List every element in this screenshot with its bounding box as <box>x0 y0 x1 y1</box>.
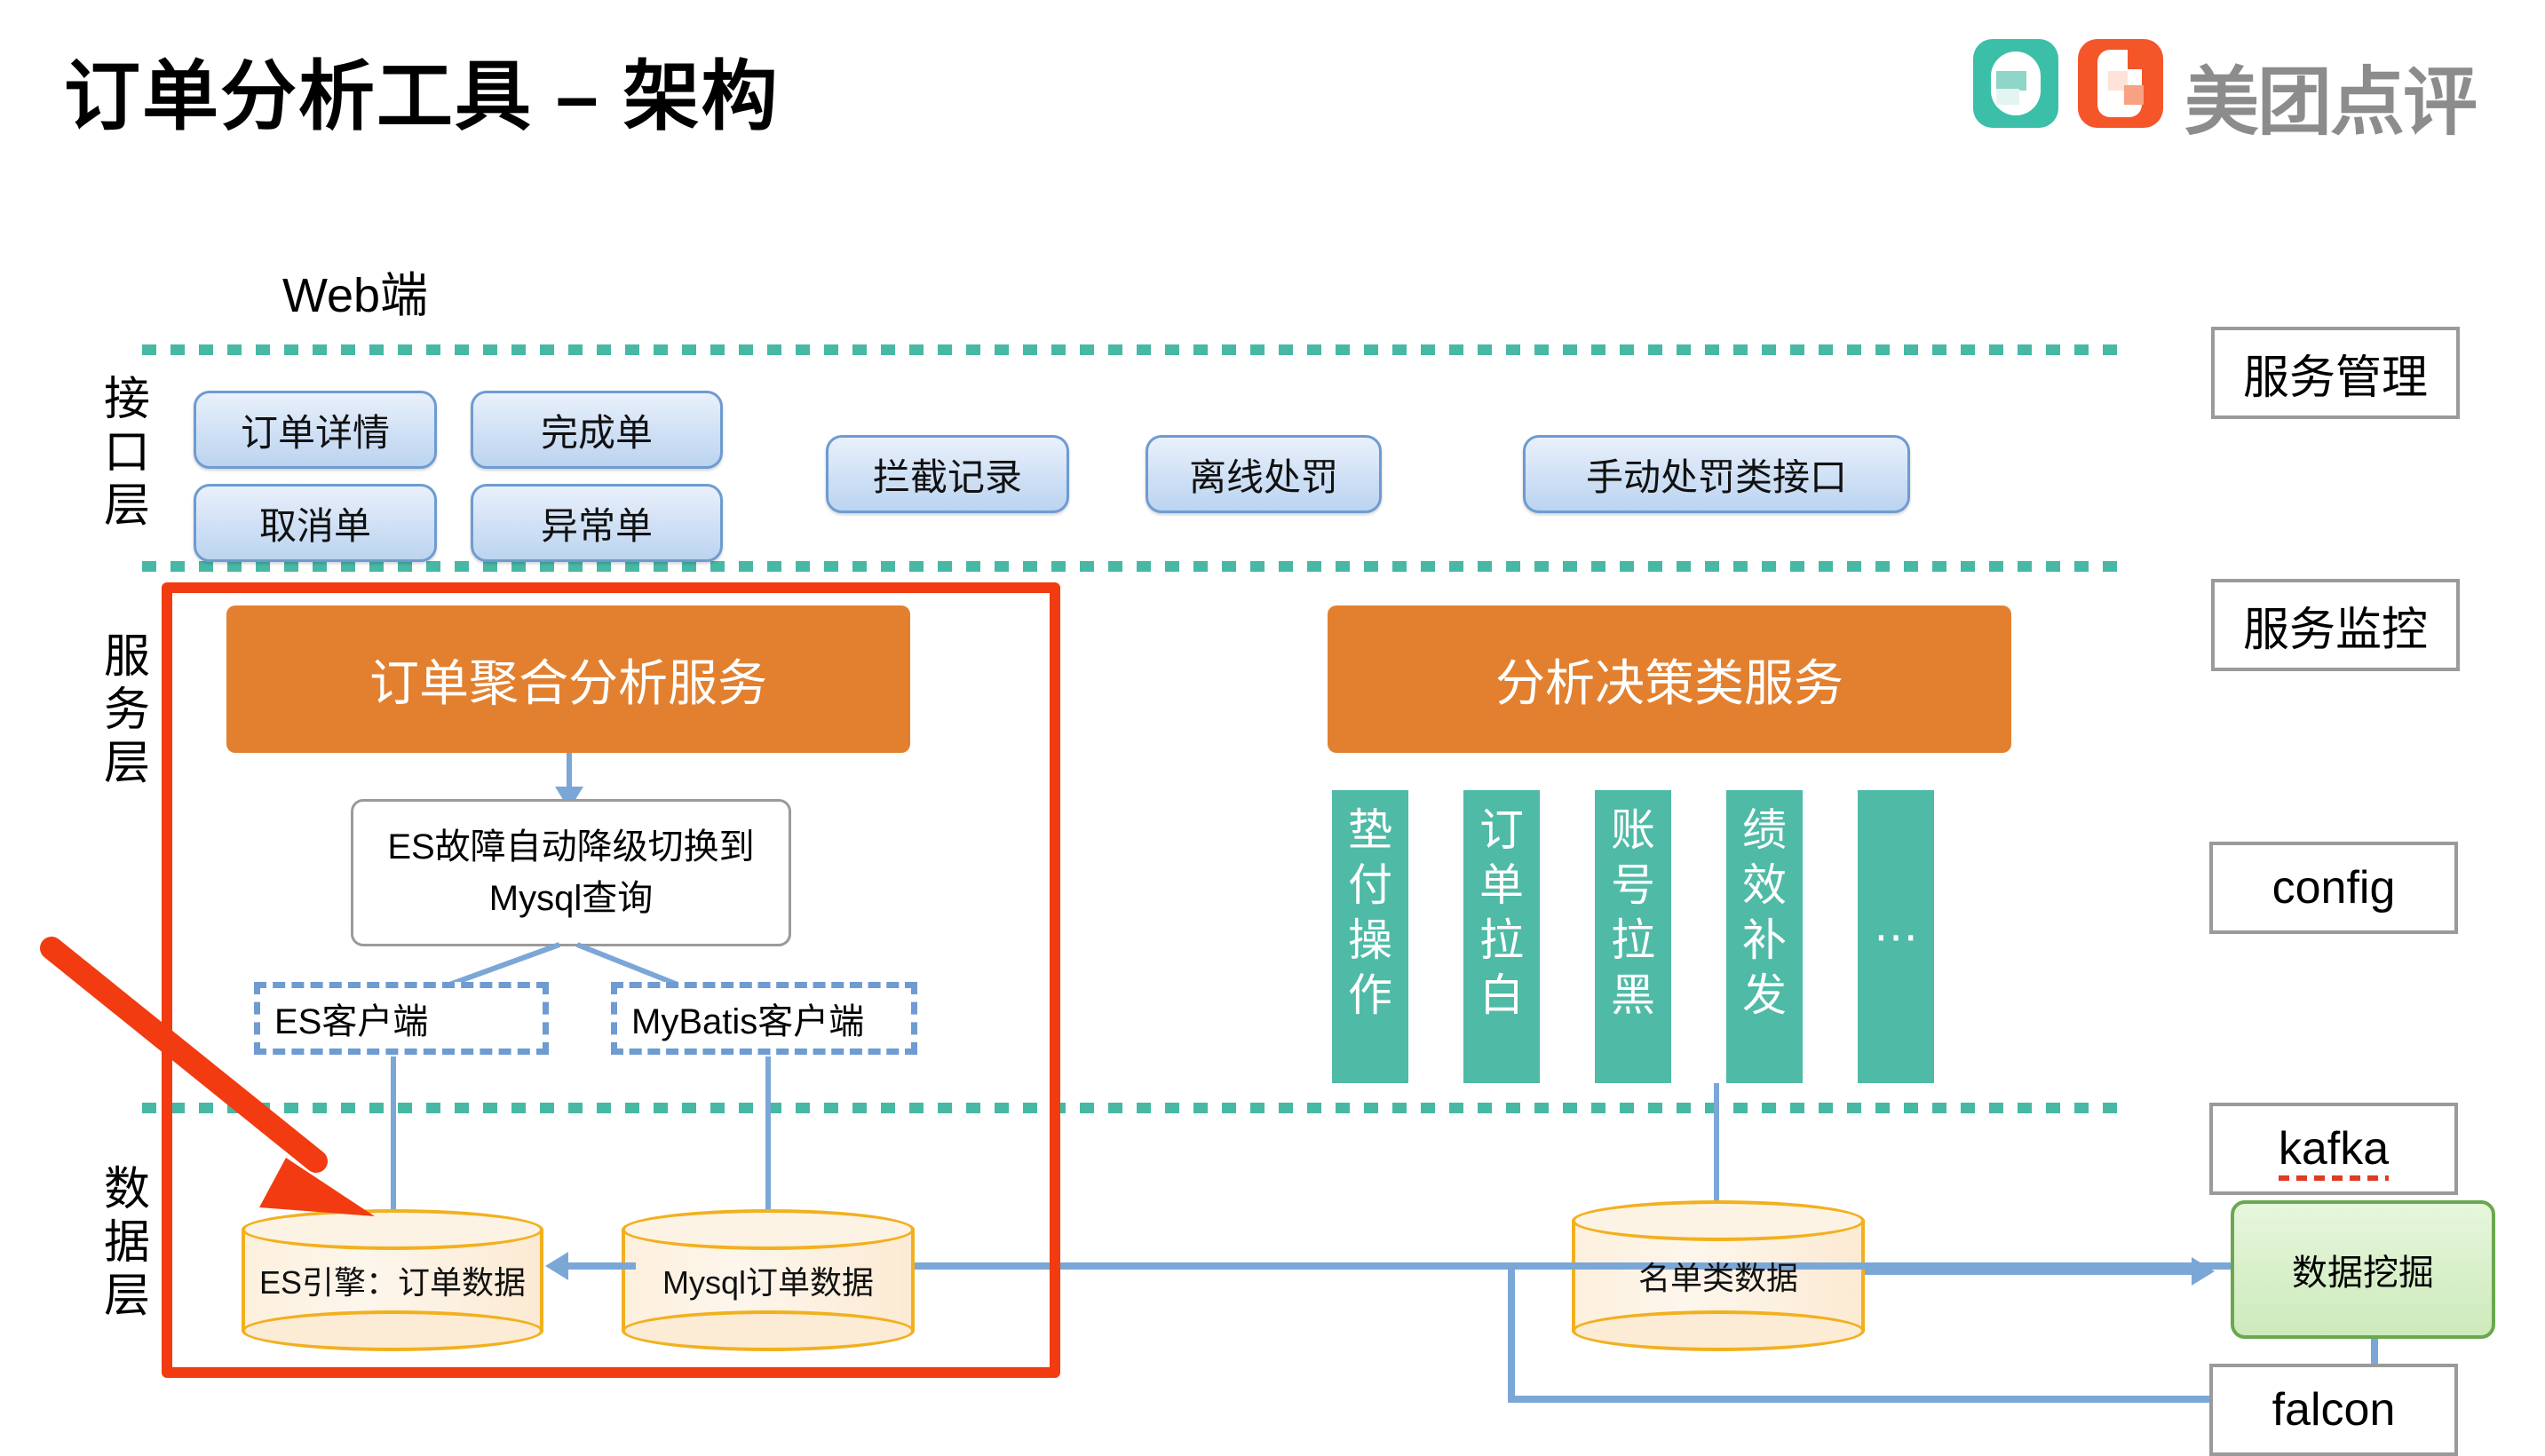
cylinder-top <box>1572 1200 1865 1241</box>
logo-orange-icon <box>2078 39 2163 128</box>
arrowhead-left-es <box>545 1252 568 1280</box>
sidebar-box-label: 服务监控 <box>2242 604 2428 656</box>
interface-box-completed-order[interactable]: 完成单 <box>471 391 723 469</box>
sidebar-box-label: 服务管理 <box>2242 352 2428 404</box>
connector-route-mysql-right <box>915 1262 2378 1270</box>
annotation-red-rectangle <box>162 582 1060 1378</box>
logo-text: 美团点评 <box>2184 60 2478 144</box>
cylinder-bottom <box>1572 1310 1865 1351</box>
decision-column-order-whitelist[interactable]: 订单拉白 <box>1463 790 1540 1083</box>
sidebar-box-service-monitoring[interactable]: 服务监控 <box>2211 579 2460 671</box>
connector-route-bottom <box>1508 1396 2378 1403</box>
diagram-canvas: 订单分析工具 – 架构 美团点评 接口层 服务层 数据层 Web端 订单详情 完… <box>27 32 2506 1456</box>
sidebar-box-label: kafka <box>2278 1123 2390 1181</box>
separator-interface-top <box>142 344 2131 355</box>
sidebar-box-service-management[interactable]: 服务管理 <box>2211 327 2460 419</box>
interface-box-offline-penalty[interactable]: 离线处罚 <box>1146 435 1382 513</box>
cylinder-top <box>622 1209 915 1250</box>
sidebar-box-kafka[interactable]: kafka <box>2209 1103 2458 1195</box>
arrowhead-right-mining <box>2192 1257 2215 1286</box>
datastore-label: 名单类数据 <box>1637 1260 1798 1296</box>
service-box-order-aggregation[interactable]: 订单聚合分析服务 <box>226 605 910 753</box>
cylinder-top <box>242 1209 543 1250</box>
connector-service-to-fallback <box>567 753 572 790</box>
connector-blacklist-to-namelist <box>1714 1083 1719 1207</box>
interface-box-cancel-order[interactable]: 取消单 <box>194 484 437 562</box>
decision-column-advance-payment[interactable]: 垫付操作 <box>1332 790 1408 1083</box>
layer-label-service: 服务层 <box>103 631 150 789</box>
datastore-data-mining[interactable]: 数据挖掘 <box>2231 1200 2495 1339</box>
datastore-label: Mysql订单数据 <box>662 1264 874 1301</box>
connector-namelist-to-mining <box>1865 1268 2193 1275</box>
datastore-mysql-order[interactable]: Mysql订单数据 <box>622 1209 915 1351</box>
connector-mysql-to-es <box>568 1262 636 1270</box>
datastore-label: ES引擎：订单数据 <box>258 1264 527 1301</box>
page-title: 订单分析工具 – 架构 <box>64 54 780 139</box>
annotation-red-arrow <box>27 923 408 1261</box>
sidebar-box-falcon[interactable]: falcon <box>2209 1364 2458 1456</box>
client-box-mybatis[interactable]: MyBatis客户端 <box>611 982 917 1055</box>
interface-box-order-detail[interactable]: 订单详情 <box>194 391 437 469</box>
sidebar-box-label: config <box>2271 862 2396 914</box>
interface-box-abnormal-order[interactable]: 异常单 <box>471 484 723 562</box>
datastore-es-engine[interactable]: ES引擎：订单数据 <box>242 1209 543 1351</box>
sidebar-box-config[interactable]: config <box>2209 842 2458 934</box>
decision-column-performance-reissue[interactable]: 绩效补发 <box>1726 790 1803 1083</box>
connector-es-client-to-es-engine <box>391 1056 396 1216</box>
separator-service-bottom <box>142 1103 2131 1113</box>
cylinder-bottom <box>622 1310 915 1351</box>
separator-interface-bottom <box>142 561 2131 572</box>
meituan-dianping-logo: 美团点评 <box>1973 32 2506 144</box>
decision-column-more[interactable]: ⋯ <box>1858 790 1934 1083</box>
datastore-name-list[interactable]: 名单类数据 <box>1572 1200 1865 1351</box>
sidebar-box-label: falcon <box>2271 1384 2396 1436</box>
service-box-decision-analysis[interactable]: 分析决策类服务 <box>1328 605 2011 753</box>
cylinder-bottom <box>242 1310 543 1351</box>
layer-label-data: 数据层 <box>103 1164 150 1322</box>
logo-teal-icon <box>1973 39 2058 128</box>
connector-mybatis-to-mysql <box>765 1056 771 1216</box>
client-box-es[interactable]: ES客户端 <box>254 982 549 1055</box>
layer-label-interface: 接口层 <box>103 374 150 532</box>
web-client-label: Web端 <box>282 269 429 322</box>
interface-box-manual-penalty-api[interactable]: 手动处罚类接口 <box>1523 435 1910 513</box>
interface-box-intercept-record[interactable]: 拦截记录 <box>826 435 1069 513</box>
connector-route-down <box>1508 1262 1515 1403</box>
decision-column-account-blacklist[interactable]: 账号拉黑 <box>1595 790 1671 1083</box>
